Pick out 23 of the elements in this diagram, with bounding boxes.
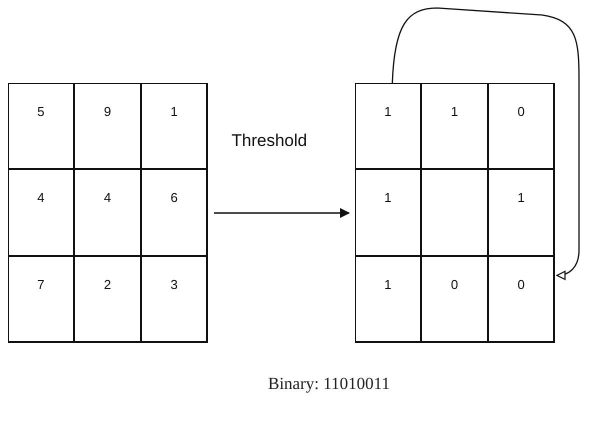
number-cell: 1 [421, 82, 488, 170]
number-cell: 7 [8, 256, 74, 342]
number-cell: 1 [140, 82, 208, 170]
number-cell: 0 [488, 256, 554, 342]
caption: Binary: 11010011 [268, 374, 390, 394]
number-cell: 1 [488, 169, 554, 256]
curved-arrow [392, 7, 580, 280]
number-cell: 0 [488, 82, 554, 170]
number-cell: 4 [8, 169, 74, 256]
number-cell: 1 [354, 256, 422, 342]
number-cell: 1 [354, 82, 422, 170]
number-cell: 9 [74, 82, 141, 170]
number-grid [355, 83, 555, 343]
number-cell: 1 [354, 169, 422, 256]
number-cell: 2 [74, 256, 141, 342]
number-cell: 5 [8, 82, 74, 170]
number-cell: 3 [140, 256, 208, 342]
empty-cell [421, 169, 488, 256]
number-grid [8, 83, 208, 343]
arrow [214, 208, 350, 218]
number-cell: 6 [140, 169, 208, 256]
number-cell: 4 [74, 169, 141, 256]
number-cell: 0 [421, 256, 488, 342]
